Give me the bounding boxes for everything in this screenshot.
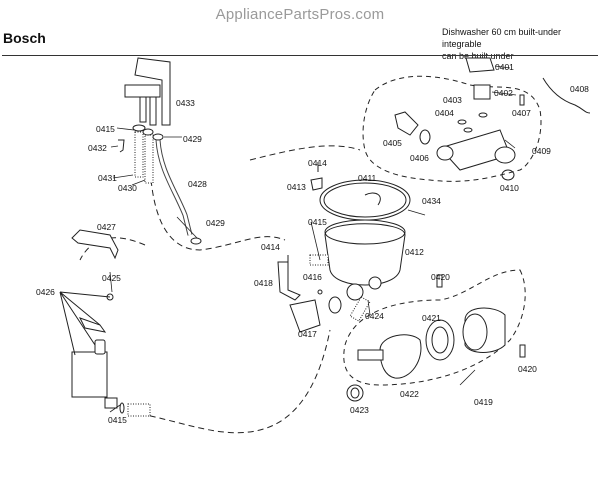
part-heater-0417: [289, 299, 321, 333]
part-label-0420-top[interactable]: 0420: [431, 272, 450, 282]
part-clip-0413: [310, 177, 323, 191]
part-label-0413[interactable]: 0413: [287, 182, 306, 192]
part-clamp-0429a: [152, 133, 164, 141]
part-ring-0406: [419, 129, 431, 145]
part-switch-0402: [473, 84, 491, 100]
part-clamp-0410: [501, 169, 515, 181]
part-label-0407[interactable]: 0407: [512, 108, 531, 118]
part-label-0403[interactable]: 0403: [443, 95, 462, 105]
part-ring-0404: [457, 119, 467, 125]
part-ring-0415a: [132, 124, 146, 132]
group-outline-0409: [362, 75, 542, 182]
header-divider: [2, 55, 598, 56]
part-hose-0424: [349, 296, 371, 322]
part-spring-0415b: [309, 254, 329, 266]
dashed-hose-path-2: [129, 329, 331, 434]
part-hose-0430: [144, 134, 154, 184]
part-impeller-0421: [425, 319, 455, 361]
part-label-0409[interactable]: 0409: [532, 146, 551, 156]
part-wire-0408: [542, 77, 591, 114]
part-label-0427[interactable]: 0427: [97, 222, 116, 232]
part-valve-0405: [394, 111, 419, 136]
part-bracket-0418: [277, 261, 301, 301]
part-label-0405[interactable]: 0405: [383, 138, 402, 148]
part-seal-0423: [346, 384, 364, 402]
part-valve-0426: [71, 351, 108, 398]
part-label-0426[interactable]: 0426: [36, 287, 55, 297]
part-label-0419[interactable]: 0419: [474, 397, 493, 407]
part-cover-0427: [71, 229, 119, 260]
brand-title: Bosch: [3, 30, 46, 46]
part-label-0418[interactable]: 0418: [254, 278, 273, 288]
part-label-0417[interactable]: 0417: [298, 329, 317, 339]
part-hose-end: [127, 403, 151, 417]
part-clamp-0429b: [190, 237, 202, 245]
part-label-0423[interactable]: 0423: [350, 405, 369, 415]
part-sump-0412: [324, 223, 406, 286]
part-label-0429-bottom[interactable]: 0429: [206, 218, 225, 228]
part-screw-0416: [317, 289, 323, 295]
part-label-0416[interactable]: 0416: [303, 272, 322, 282]
part-label-0402[interactable]: 0402: [494, 88, 513, 98]
part-label-0401[interactable]: 0401: [495, 62, 514, 72]
part-label-0420-right[interactable]: 0420: [518, 364, 537, 374]
part-ring-0424: [328, 296, 342, 314]
part-label-0430[interactable]: 0430: [118, 183, 137, 193]
description-line-2: can be built under: [442, 51, 514, 61]
part-label-0432[interactable]: 0432: [88, 143, 107, 153]
part-port: [346, 283, 364, 301]
description-line-1: Dishwasher 60 cm built-under integrable: [442, 27, 562, 49]
part-label-0422[interactable]: 0422: [400, 389, 419, 399]
part-label-0425[interactable]: 0425: [102, 273, 121, 283]
part-sensor-0407: [519, 94, 525, 106]
part-clip-0420a: [436, 274, 443, 288]
part-cap-0401: [465, 57, 495, 73]
leader-lines: [109, 65, 517, 413]
part-air-break-0433: [124, 57, 171, 126]
part-clip-0420b: [519, 344, 526, 358]
part-seal-0411: [319, 179, 411, 221]
part-label-0415-bottom[interactable]: 0415: [108, 415, 127, 425]
part-pump-housing-0422: [379, 334, 422, 379]
part-label-0415-mid[interactable]: 0415: [308, 217, 327, 227]
part-label-0411[interactable]: 0411: [358, 173, 377, 183]
dashed-hose-path-4: [249, 145, 361, 161]
part-label-0433[interactable]: 0433: [176, 98, 195, 108]
part-hose-0431: [134, 131, 144, 178]
part-label-0415-top[interactable]: 0415: [96, 124, 115, 134]
part-label-0406[interactable]: 0406: [410, 153, 429, 163]
part-label-0408[interactable]: 0408: [570, 84, 589, 94]
part-ring-0415c: [119, 402, 125, 414]
part-label-0431[interactable]: 0431: [98, 173, 117, 183]
part-label-0434[interactable]: 0434: [422, 196, 441, 206]
part-label-0412[interactable]: 0412: [405, 247, 424, 257]
part-label-0421[interactable]: 0421: [422, 313, 441, 323]
part-label-0414-left[interactable]: 0414: [261, 242, 280, 252]
part-label-0410[interactable]: 0410: [500, 183, 519, 193]
part-label-0424[interactable]: 0424: [365, 311, 384, 321]
part-label-0429-top[interactable]: 0429: [183, 134, 202, 144]
part-ring-0403: [478, 112, 488, 118]
model-description: Dishwasher 60 cm built-under integrable …: [442, 26, 600, 62]
part-ring-0415a2: [142, 128, 154, 136]
dashed-hose-path-1: [149, 139, 286, 251]
group-outline-0419: [343, 269, 526, 386]
part-label-0404[interactable]: 0404: [435, 108, 454, 118]
part-clip-0432: [118, 139, 125, 153]
part-label-0428[interactable]: 0428: [188, 179, 207, 189]
part-filter-0434: [364, 192, 381, 206]
watermark: AppliancePartsPros.com: [215, 6, 385, 23]
part-label-0414-top[interactable]: 0414: [308, 158, 327, 168]
part-fitting: [104, 397, 118, 409]
